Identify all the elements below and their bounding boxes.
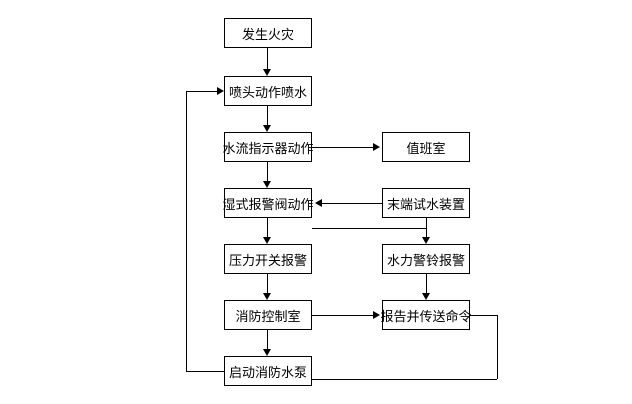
edge-start-pump-feedback-top: [186, 91, 217, 92]
edge-end-test-to-wet-alarm: [322, 203, 382, 204]
arrowhead-flow-indicator-to-wet-alarm: [263, 181, 271, 188]
node-sprinkler-action: 喷头动作喷水: [224, 76, 312, 106]
arrowhead-wet-alarm-to-water-bell: [422, 237, 430, 244]
node-report-and-command: 报告并传送命令: [381, 300, 472, 330]
edge-report-feedback-vertical: [497, 315, 498, 379]
node-pressure-switch-alarm: 压力开关报警: [224, 244, 312, 274]
edge-wet-alarm-to-water-bell-vertical: [426, 228, 427, 237]
node-flow-indicator: 水流指示器动作: [223, 132, 314, 162]
arrowhead-pressure-switch-to-fire-control: [263, 293, 271, 300]
arrowhead-end-test-to-wet-alarm: [315, 199, 322, 207]
edge-pressure-switch-to-fire-control: [267, 274, 268, 293]
edge-start-pump-feedback-vertical: [186, 91, 187, 371]
edge-start-pump-feedback-bottom: [186, 371, 224, 372]
arrowhead-fire-control-to-start-pump: [263, 349, 271, 356]
edge-report-feedback-top: [470, 315, 497, 316]
arrowhead-fire-to-sprinkler: [263, 69, 271, 76]
node-end-test-device: 末端试水装置: [382, 188, 470, 218]
node-start-fire-pump: 启动消防水泵: [224, 356, 312, 386]
node-fire: 发生火灾: [224, 18, 312, 48]
arrowhead-sprinkler-to-flow-indicator: [263, 125, 271, 132]
node-water-bell-alarm: 水力警铃报警: [382, 244, 470, 274]
edge-flow-indicator-to-wet-alarm: [267, 162, 268, 181]
node-duty-room: 值班室: [382, 132, 470, 162]
edge-fire-control-to-start-pump: [267, 330, 268, 349]
edge-wet-alarm-to-water-bell-horizontal: [312, 228, 426, 229]
edge-fire-control-to-report: [312, 315, 373, 316]
edge-wet-alarm-to-pressure-switch: [267, 218, 268, 237]
edge-fire-to-sprinkler: [267, 48, 268, 69]
arrowhead-start-pump-feedback-to-sprinkler: [217, 87, 224, 95]
arrowhead-water-bell-to-report: [422, 293, 430, 300]
edge-sprinkler-to-flow-indicator: [267, 106, 268, 125]
node-wet-alarm-valve: 湿式报警阀动作: [223, 188, 314, 218]
edge-wet-alarm-branch-up: [426, 218, 427, 228]
edge-water-bell-to-report: [426, 274, 427, 293]
arrowhead-fire-control-to-report: [373, 311, 380, 319]
arrowhead-wet-alarm-to-pressure-switch: [263, 237, 271, 244]
edge-flow-indicator-to-duty-room: [312, 147, 373, 148]
arrowhead-flow-indicator-to-duty-room: [373, 143, 380, 151]
edge-report-feedback-bottom: [267, 379, 497, 380]
node-fire-control-room: 消防控制室: [224, 300, 312, 330]
